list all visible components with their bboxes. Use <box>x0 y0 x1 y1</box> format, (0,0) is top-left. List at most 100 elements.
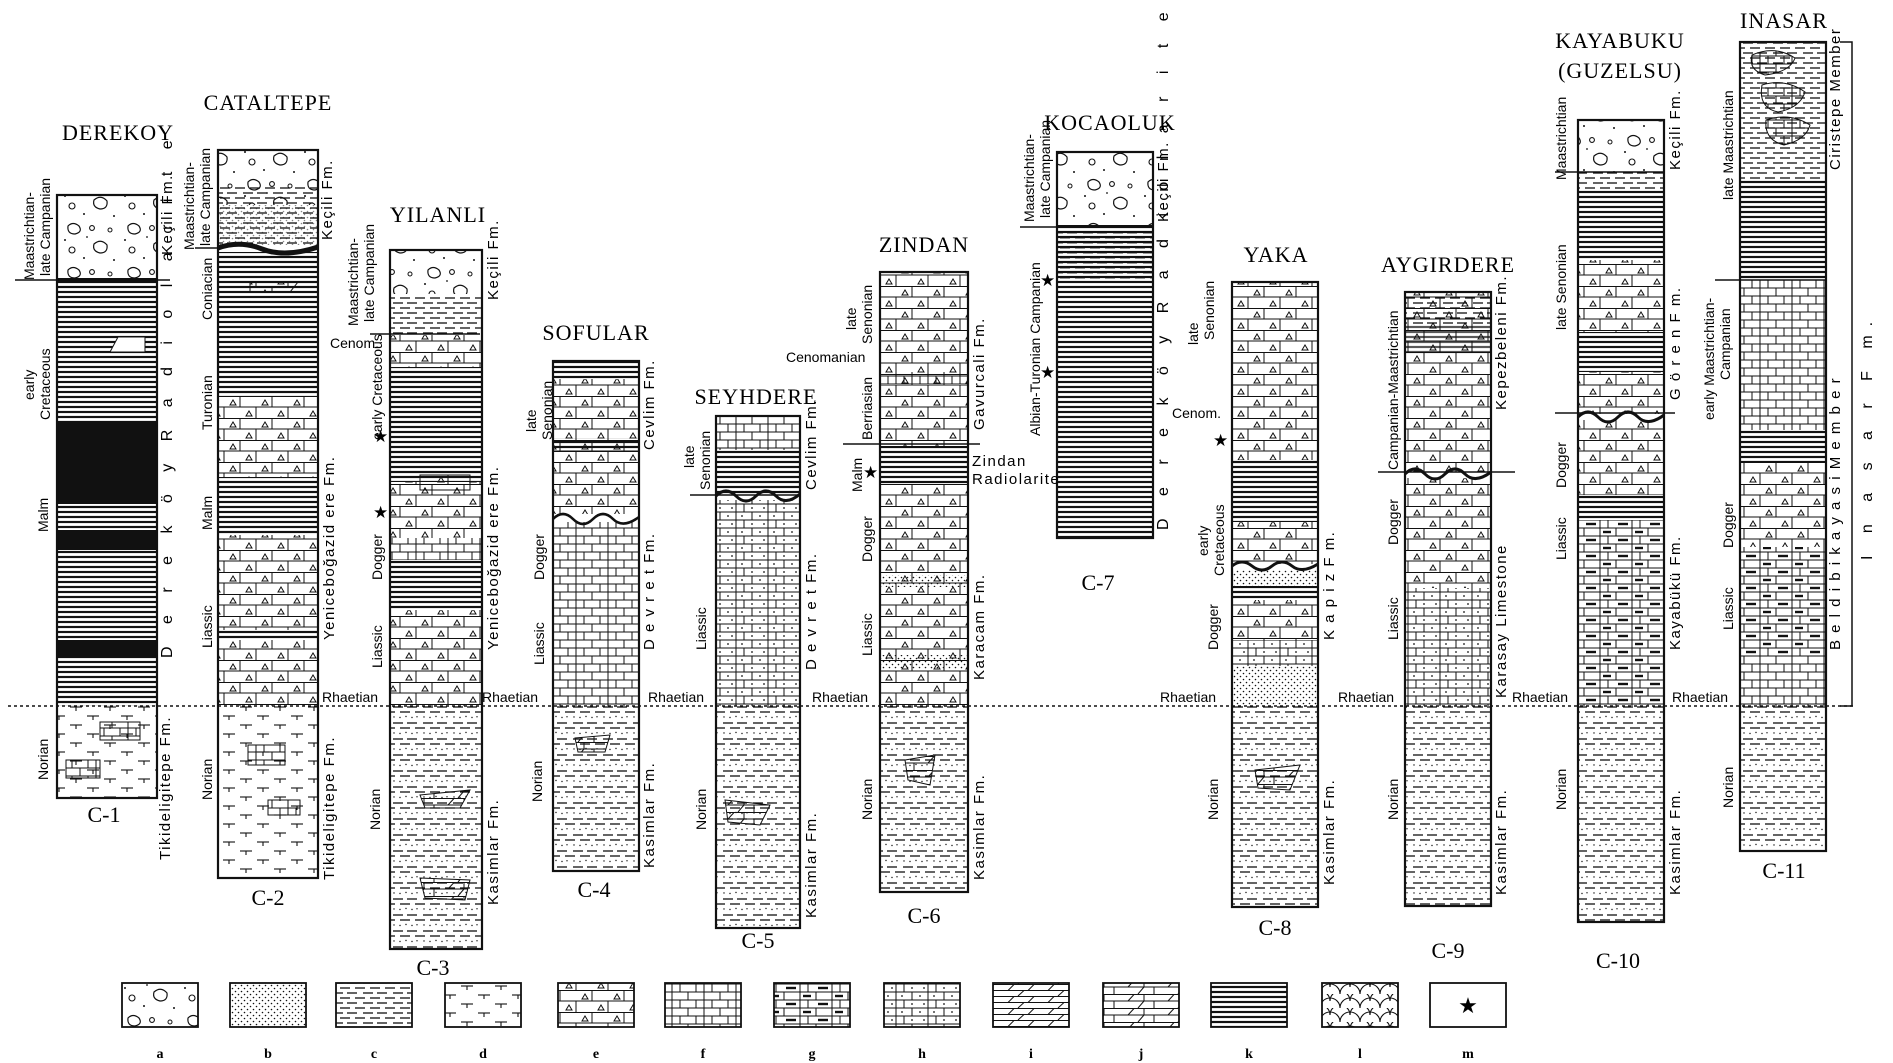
legend-g-clayey-limestone <box>773 982 851 1028</box>
column-c7 <box>1055 150 1155 540</box>
age-label: Campanian <box>1717 308 1733 380</box>
age-label: Dogger <box>1553 442 1569 488</box>
age-label: Norian <box>693 789 709 830</box>
age-label: Senonian <box>1201 281 1217 340</box>
age-label: Norian <box>199 759 215 800</box>
formation-label: Tikideligitepe Fm. <box>321 736 338 880</box>
formation-label: Kasimlar Fm. <box>1667 789 1684 895</box>
age-label: late Maastrichtian <box>1720 90 1736 200</box>
legend-d-marl <box>444 982 522 1028</box>
legend-letter: g <box>809 1047 816 1062</box>
formation-label: G ö r e n F m. <box>1667 286 1684 400</box>
formation-label: Keçili Fm. <box>485 219 502 300</box>
age-label: Cretaceous <box>37 348 53 420</box>
legend-letter: j <box>1138 1047 1144 1062</box>
c2-location-name: CATALTEPE <box>204 90 333 115</box>
age-label: Rhaetian <box>482 689 538 705</box>
age-label: Rhaetian <box>1338 689 1394 705</box>
legend-letter: k <box>1245 1047 1253 1062</box>
column-c10 <box>1576 118 1666 924</box>
formation-label: Tikideligitepe Fm. <box>157 716 174 860</box>
formation-label: Karacam Fm. <box>971 573 988 680</box>
legend-letter: b <box>264 1047 272 1062</box>
formation-label: Ciristepe Member <box>1827 28 1844 170</box>
age-label: Cenomanian <box>786 349 865 365</box>
legend-m-box <box>1429 982 1507 1028</box>
formation-label: Kasimlar Fm. <box>1493 789 1510 895</box>
age-label: Dogger <box>859 516 875 562</box>
formation-label: Yeniceboğazid ere Fm. <box>485 466 502 650</box>
legend-letter: a <box>157 1047 164 1062</box>
c8-code: C-8 <box>1259 915 1292 940</box>
c1-location-name: DEREKOY <box>62 120 174 145</box>
age-label: late Campanian <box>197 148 213 246</box>
formation-label: Kasimlar Fm. <box>641 762 658 868</box>
age-label: Albian-Turonian Campanian <box>1027 262 1043 436</box>
age-label: Rhaetian <box>1160 689 1216 705</box>
column-c1 <box>55 193 159 800</box>
formation-label: Karasay Limestone <box>1493 544 1510 698</box>
column-c4 <box>551 359 641 873</box>
c2-code: C-2 <box>252 885 285 910</box>
age-label: Malm <box>849 458 865 492</box>
formation-label: Cevlim Fm. <box>803 399 820 490</box>
age-label: Malm <box>35 498 51 532</box>
age-label: early <box>1195 526 1211 556</box>
formation-label: Kepezbeleni Fm. <box>1493 275 1510 410</box>
legend-letter: f <box>701 1047 706 1062</box>
age-label: Liassic <box>531 622 547 665</box>
legend-j-dolomitic-limestone <box>1102 982 1180 1028</box>
age-label: Maastrichtian- <box>21 192 37 280</box>
age-label: Liassic <box>1385 597 1401 640</box>
legend-h-sandy-limestone <box>883 982 961 1028</box>
age-label: early Cretaceous <box>369 334 385 440</box>
age-label: late Campanian <box>37 178 53 276</box>
formation-label: B e l d i b i k a y a s i M e m b e r <box>1827 377 1844 650</box>
age-label: late <box>523 409 539 432</box>
formation-label: Kasimlar Fm. <box>803 812 820 918</box>
legend-b-sandstone <box>229 982 307 1028</box>
star-icon: ★ <box>373 503 388 523</box>
age-label: Liassic <box>693 607 709 650</box>
legend-k-radiolarite <box>1210 982 1288 1028</box>
column-c2 <box>216 148 320 880</box>
legend-letter: l <box>1358 1047 1362 1062</box>
formation-label: I n a s a r F m. <box>1859 313 1876 560</box>
age-label: Norian <box>367 789 383 830</box>
legend-letter: d <box>479 1047 487 1062</box>
legend-a-conglomerate <box>121 982 199 1028</box>
age-label: late Campanian <box>361 224 377 322</box>
c7-location-name: KOCAOLUK <box>1044 110 1175 135</box>
age-label: late <box>1185 322 1201 345</box>
formation-label: D e v r e t Fm. <box>803 552 820 670</box>
age-label: Turonian <box>199 375 215 430</box>
column-c5 <box>714 414 802 930</box>
star-icon: ★ <box>1040 363 1055 383</box>
age-boundary-ticks <box>15 171 1826 496</box>
c6-location-name: ZINDAN <box>879 232 969 257</box>
age-label: Rhaetian <box>1672 689 1728 705</box>
formation-label: D e r e k ö y R a d i o l a r i t e <box>1155 3 1172 530</box>
age-label: Rhaetian <box>322 689 378 705</box>
star-icon: ★ <box>373 427 388 447</box>
formation-label: Yeniceboğazid ere Fm. <box>321 456 338 640</box>
formation-label: Gavurcali Fm. <box>971 317 988 430</box>
age-label: Berriasian <box>859 377 875 440</box>
age-label: Liassic <box>369 625 385 668</box>
age-label: late <box>843 307 859 330</box>
star-icon: ★ <box>1213 431 1228 451</box>
formation-label: D e v r e t Fm. <box>641 532 658 650</box>
age-label: Norian <box>1205 779 1221 820</box>
formation-label: Keçili Fm. <box>1155 141 1172 222</box>
age-label: late <box>681 445 697 468</box>
age-label: Senonian <box>539 381 555 440</box>
c3-code: C-3 <box>417 955 450 980</box>
age-label: Dogger <box>1385 499 1401 545</box>
age-label: Rhaetian <box>1512 689 1568 705</box>
column-c9 <box>1403 290 1493 908</box>
age-label: Norian <box>529 761 545 802</box>
age-label: Dogger <box>1205 604 1221 650</box>
age-label: early <box>21 370 37 400</box>
star-icon: ★ <box>1458 994 1478 1019</box>
